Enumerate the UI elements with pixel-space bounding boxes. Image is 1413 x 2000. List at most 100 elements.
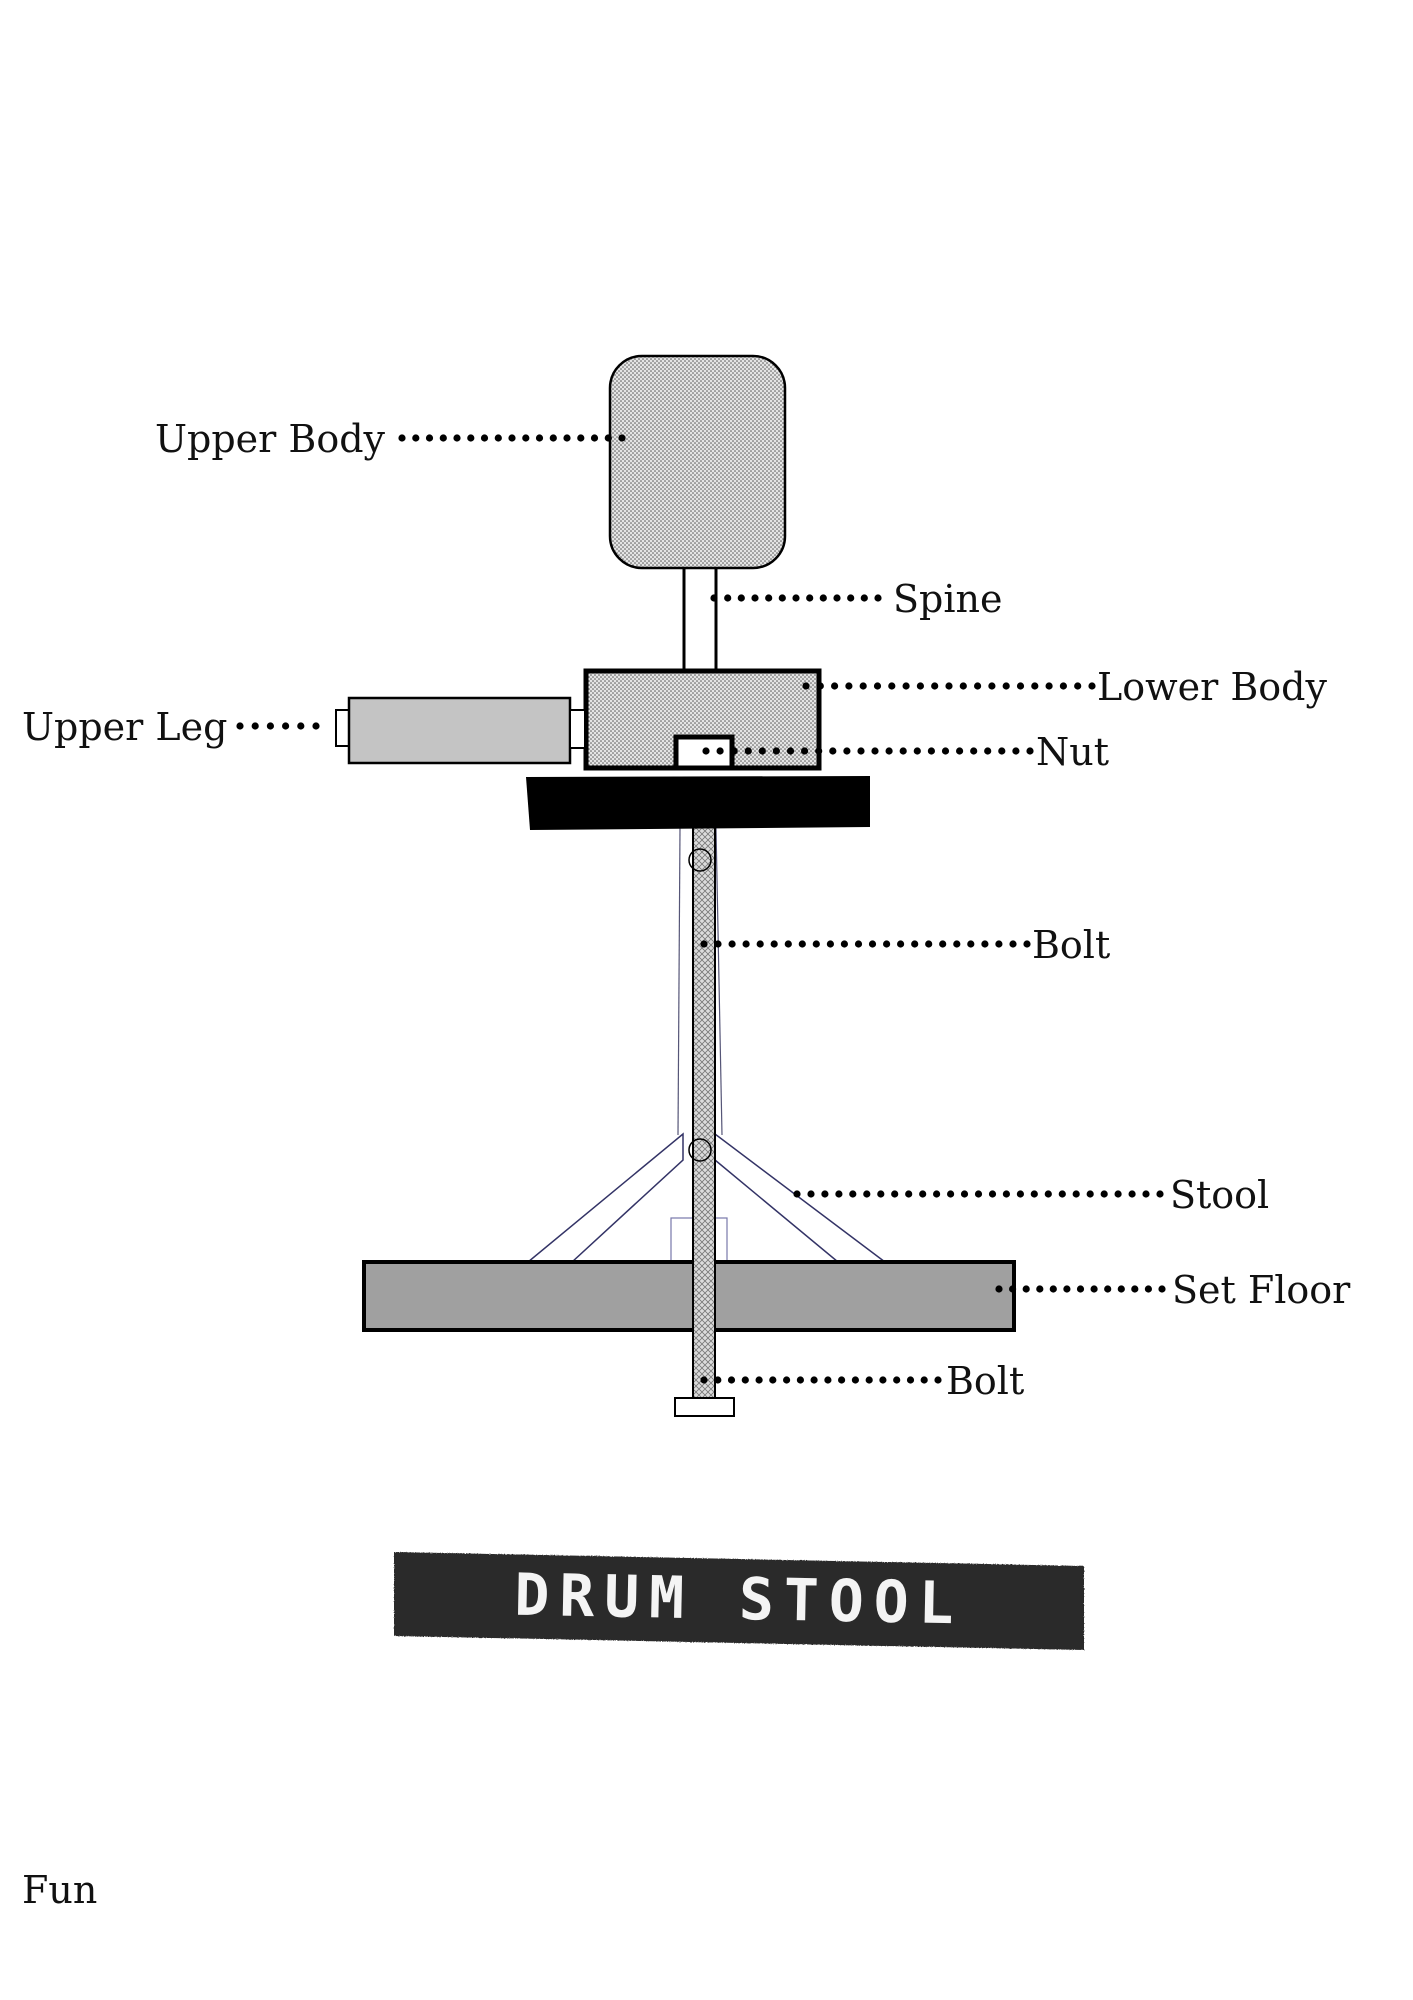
leader-upper-body	[398, 434, 626, 442]
leader-dot	[772, 747, 781, 755]
leader-dot	[282, 722, 290, 730]
leader-dot	[1074, 682, 1082, 690]
leader-dot	[821, 1190, 829, 1198]
leader-dot	[849, 1190, 857, 1198]
leader-dot	[1044, 1190, 1052, 1198]
leader-dot	[793, 1190, 801, 1198]
leader-dot	[913, 747, 921, 755]
leader-dot	[716, 747, 724, 755]
corner-note: Fun	[22, 1868, 98, 1912]
leader-dot	[714, 940, 722, 948]
stool-leg-right	[714, 1132, 888, 1263]
leader-dot	[802, 682, 810, 690]
leader-dot	[988, 1190, 997, 1198]
leader-dot	[1036, 1285, 1044, 1293]
leader-dot	[494, 434, 502, 442]
leader-dot	[879, 1376, 887, 1384]
spine	[682, 565, 718, 672]
leader-set-floor	[995, 1285, 1166, 1293]
leader-dot	[899, 747, 907, 755]
leader-dot	[467, 434, 475, 442]
leader-dot	[953, 940, 961, 948]
leader-dot	[744, 747, 752, 755]
leader-dot	[796, 1376, 805, 1384]
leader-dot	[1144, 1285, 1152, 1293]
leader-dot	[925, 940, 933, 948]
leader-dot	[783, 1376, 791, 1384]
title: DRUM STOOL	[514, 1561, 964, 1638]
leader-dot	[728, 940, 736, 948]
stool-column-right	[715, 827, 723, 1136]
leader-dot	[1023, 940, 1031, 948]
leader-dot	[765, 594, 773, 602]
leader-nut	[702, 747, 1034, 755]
leader-dot	[801, 747, 809, 755]
leader-dot	[835, 1190, 843, 1198]
leader-dot	[786, 747, 795, 755]
leader-dot	[1016, 682, 1025, 690]
leader-dot	[974, 1190, 983, 1198]
leader-dot	[1088, 682, 1096, 690]
leader-dot	[945, 682, 953, 690]
leader-bolt-lower	[700, 1376, 942, 1384]
leader-dot	[724, 594, 732, 602]
leader-dot	[741, 1376, 749, 1384]
leader-dot	[758, 747, 766, 755]
leader-dot	[1002, 682, 1010, 690]
leader-dot	[1059, 682, 1067, 690]
leader-dot	[1016, 1190, 1024, 1198]
leader-dot	[934, 1376, 942, 1384]
leader-dot	[873, 682, 882, 690]
leader-dot	[1026, 747, 1034, 755]
leader-dot	[1114, 1190, 1122, 1198]
leader-dot	[412, 434, 420, 442]
leader-dot	[756, 940, 764, 948]
leader-dot	[1156, 1190, 1164, 1198]
leader-dot	[970, 747, 978, 755]
leader-dot	[891, 1190, 899, 1198]
upper-body	[608, 354, 787, 570]
leader-dot	[1072, 1190, 1080, 1198]
leader-dot	[831, 682, 839, 690]
leader-dot	[843, 747, 851, 755]
stool-leg-left	[525, 1132, 684, 1263]
leader-dot	[792, 594, 800, 602]
leader-dot	[1117, 1285, 1125, 1293]
leader-dot	[1002, 1190, 1011, 1198]
leader-dot	[730, 747, 738, 755]
leader-dot	[453, 434, 461, 442]
leader-dot	[251, 722, 259, 730]
leader-dot	[755, 1376, 763, 1384]
leader-dot	[1104, 1285, 1112, 1293]
leader-dot	[906, 1376, 915, 1384]
leader-dot	[1012, 747, 1020, 755]
leader-dot	[1128, 1190, 1136, 1198]
label-stool: Stool	[1170, 1173, 1269, 1217]
leader-dot	[859, 682, 867, 690]
leader-dot	[1063, 1285, 1071, 1293]
leader-dot	[522, 434, 530, 442]
leader-dot	[838, 1376, 846, 1384]
leader-dot	[874, 594, 882, 602]
leader-dot	[995, 940, 1003, 948]
leader-dot	[860, 594, 868, 602]
leader-dot	[984, 747, 992, 755]
leader-dot	[845, 682, 853, 690]
leader-dot	[1009, 940, 1017, 948]
leader-dot	[604, 434, 612, 442]
leader-dot	[812, 940, 820, 948]
leader-dot	[871, 747, 879, 755]
title-tape-background	[394, 1552, 1084, 1650]
leader-dot	[1045, 682, 1053, 690]
leader-dot	[714, 1376, 722, 1384]
leader-dot	[916, 682, 925, 690]
leader-dot	[888, 682, 896, 690]
bolt-washer-upper	[688, 848, 712, 872]
leader-dot	[885, 747, 893, 755]
leader-dot	[710, 594, 718, 602]
leader-dot	[1031, 682, 1039, 690]
leader-dot	[931, 682, 939, 690]
leader-dot	[851, 1376, 860, 1384]
leader-dot	[897, 940, 905, 948]
